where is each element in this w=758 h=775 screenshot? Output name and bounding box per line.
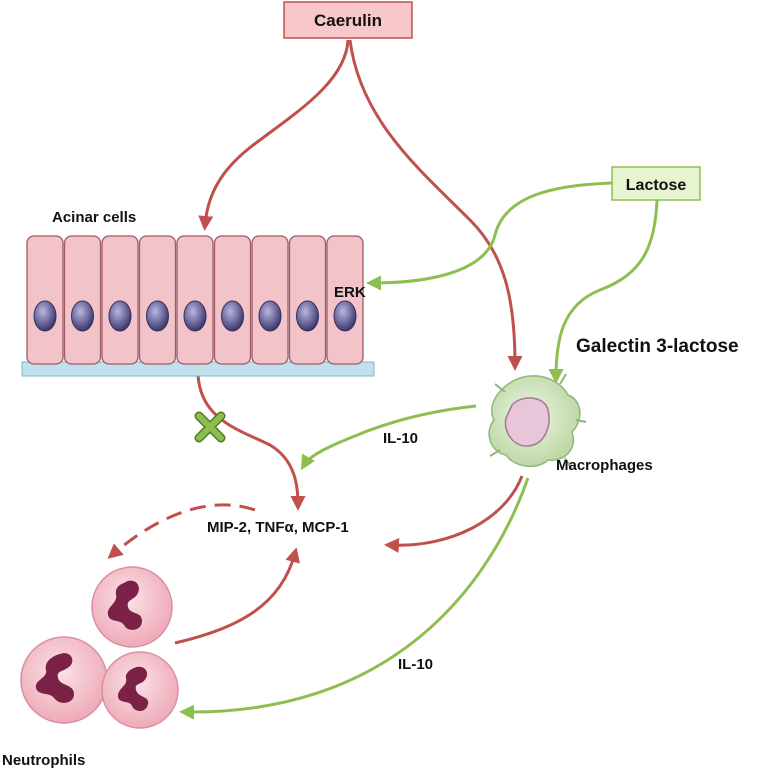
- acinar-cell: [251, 235, 289, 365]
- neutrophil-cell-left: [20, 636, 108, 724]
- acinar-nucleus: [183, 300, 207, 332]
- caerulin-to-macrophage-arrow: [348, 39, 523, 371]
- lactose-label: Lactose: [626, 177, 687, 194]
- neutrophil-cell-right: [101, 651, 179, 729]
- macrophage-to-cytokines-il10-arrow: [301, 404, 477, 471]
- macrophage-to-cytokines-arrow: [384, 475, 524, 553]
- acinar-to-cytokines-arrow: [196, 373, 306, 511]
- caerulin-label: Caerulin: [314, 11, 382, 30]
- acinar-nucleus: [33, 300, 57, 332]
- acinar-cell: [288, 235, 327, 365]
- acinar-nucleus: [108, 300, 132, 332]
- acinar-nucleus: [333, 300, 357, 332]
- acinar-cell: [176, 235, 214, 365]
- acinar-nucleus: [258, 300, 282, 332]
- neutrophils-to-cytokines-arrow: [174, 547, 300, 645]
- acinar-cells-label: Acinar cells: [52, 209, 136, 226]
- neutrophil-cell-top: [91, 566, 173, 648]
- cytokines-label: MIP-2, TNFα, MCP-1: [207, 519, 349, 536]
- lactose-box: Lactose: [611, 166, 701, 201]
- neutrophils-label: Neutrophils: [2, 752, 85, 769]
- x-mark-icon: [194, 411, 226, 443]
- erk-label: ERK: [334, 284, 366, 301]
- acinar-nucleus: [146, 300, 169, 332]
- lactose-to-erk-arrow: [366, 181, 613, 291]
- il10-lower-label: IL-10: [398, 656, 433, 673]
- acinar-cell: [101, 235, 139, 365]
- acinar-nucleus: [296, 300, 319, 332]
- acinar-cell: [63, 235, 102, 365]
- cytokines-to-neutrophils-dashed-arrow: [107, 503, 256, 559]
- caerulin-to-acinar-arrow: [198, 39, 350, 231]
- acinar-cell: [26, 235, 64, 365]
- acinar-nucleus: [71, 300, 94, 332]
- macrophage-cell: [488, 373, 587, 469]
- lactose-to-macrophage-arrow: [548, 199, 659, 384]
- acinar-nucleus: [221, 300, 244, 332]
- acinar-cells: [21, 235, 375, 377]
- caerulin-box: Caerulin: [283, 1, 413, 39]
- acinar-cell: [326, 235, 364, 365]
- galectin-label: Galectin 3-lactose: [576, 336, 739, 357]
- acinar-cell: [213, 235, 252, 365]
- macrophage-to-neutrophils-il10-arrow: [179, 477, 530, 720]
- acinar-cell: [138, 235, 177, 365]
- macrophages-label: Macrophages: [556, 457, 653, 474]
- il10-upper-label: IL-10: [383, 430, 418, 447]
